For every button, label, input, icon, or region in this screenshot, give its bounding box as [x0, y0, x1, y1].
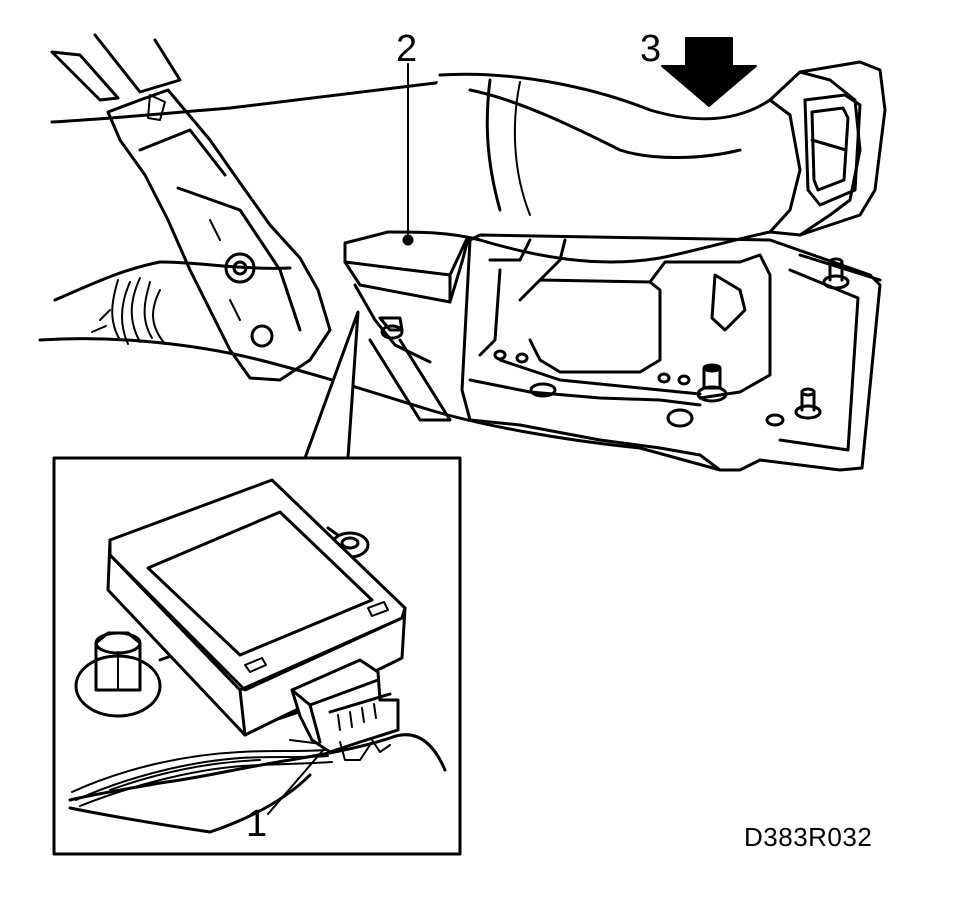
vehicle-floor-scene: [40, 35, 885, 470]
stud-nut: [698, 365, 726, 401]
stud-bolt: [796, 389, 820, 418]
seat-belt-strap: [52, 52, 118, 100]
callout-label-3: 3: [640, 28, 662, 70]
stud-bolt: [824, 259, 848, 288]
carpet-edge: [55, 262, 160, 300]
mounting-bolt: [76, 633, 160, 716]
callout-label-1: 1: [246, 803, 268, 845]
seat-belt-strap-b: [95, 35, 180, 92]
wiring-connector: [292, 660, 398, 760]
inset-carpet: [210, 775, 310, 832]
control-module-1: [108, 480, 405, 735]
detail-inset: [70, 480, 445, 832]
mounting-plate: [462, 235, 880, 470]
wiring-harness: [92, 278, 165, 344]
inset-floor-2: [70, 808, 210, 832]
air-duct: [390, 62, 885, 262]
inset-wiring: [72, 740, 332, 806]
control-module-2: [345, 232, 470, 302]
stud-nut: [382, 326, 402, 338]
carpet-edge-2: [160, 262, 290, 268]
figure-code: D383R032: [744, 822, 873, 852]
floor-contour-lower: [40, 339, 720, 470]
callout-label-2: 2: [396, 28, 418, 70]
zoom-pointer: [305, 312, 358, 458]
seat-belt-buckle: [108, 90, 330, 380]
direction-arrow-icon: [662, 38, 756, 106]
floor-contour: [52, 80, 460, 122]
mounting-bracket: [355, 285, 450, 420]
leader-line-1: [268, 748, 325, 814]
